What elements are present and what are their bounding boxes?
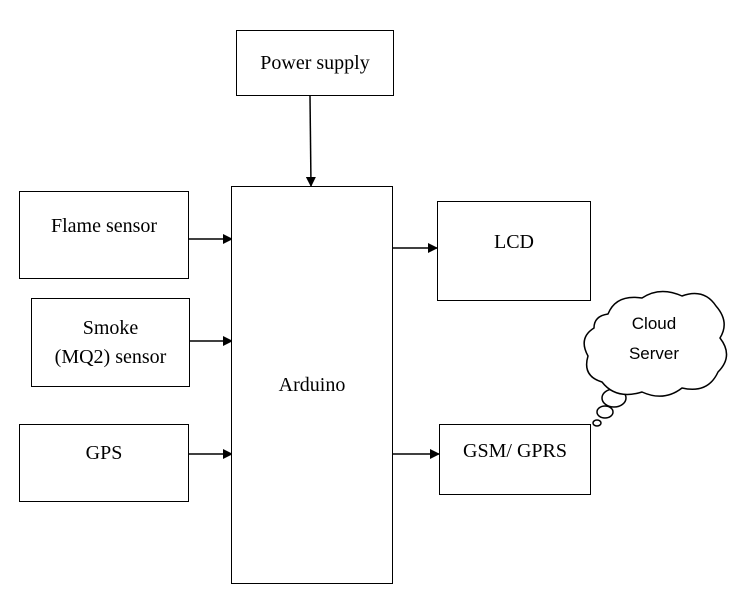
lcd-block: LCD: [437, 201, 591, 301]
flame-sensor-label: Flame sensor: [50, 215, 158, 237]
gsm-gprs-label: GSM/ GPRS: [463, 440, 567, 462]
arduino-label: Arduino: [278, 373, 346, 396]
power-supply-block: Power supply: [236, 30, 394, 96]
gps-block: GPS: [19, 424, 189, 502]
power-supply-label: Power supply: [260, 51, 370, 74]
gsm-gprs-block: GSM/ GPRS: [439, 424, 591, 495]
gps-label: GPS: [85, 442, 123, 464]
arduino-block: Arduino: [231, 186, 393, 584]
smoke-sensor-label-line1: Smoke: [82, 316, 139, 339]
cloud-server-label: Cloud Server: [611, 309, 697, 369]
lcd-label: LCD: [494, 231, 534, 253]
cloud-label-line2: Server: [628, 344, 680, 363]
arrow-power-to-arduino: [305, 95, 316, 187]
cloud-icon: [583, 290, 728, 427]
smoke-sensor-block: Smoke (MQ2) sensor: [31, 298, 190, 387]
flame-sensor-block: Flame sensor: [19, 191, 189, 279]
cloud-label-line1: Cloud: [631, 314, 677, 333]
smoke-sensor-label-line2: (MQ2) sensor: [54, 345, 167, 368]
